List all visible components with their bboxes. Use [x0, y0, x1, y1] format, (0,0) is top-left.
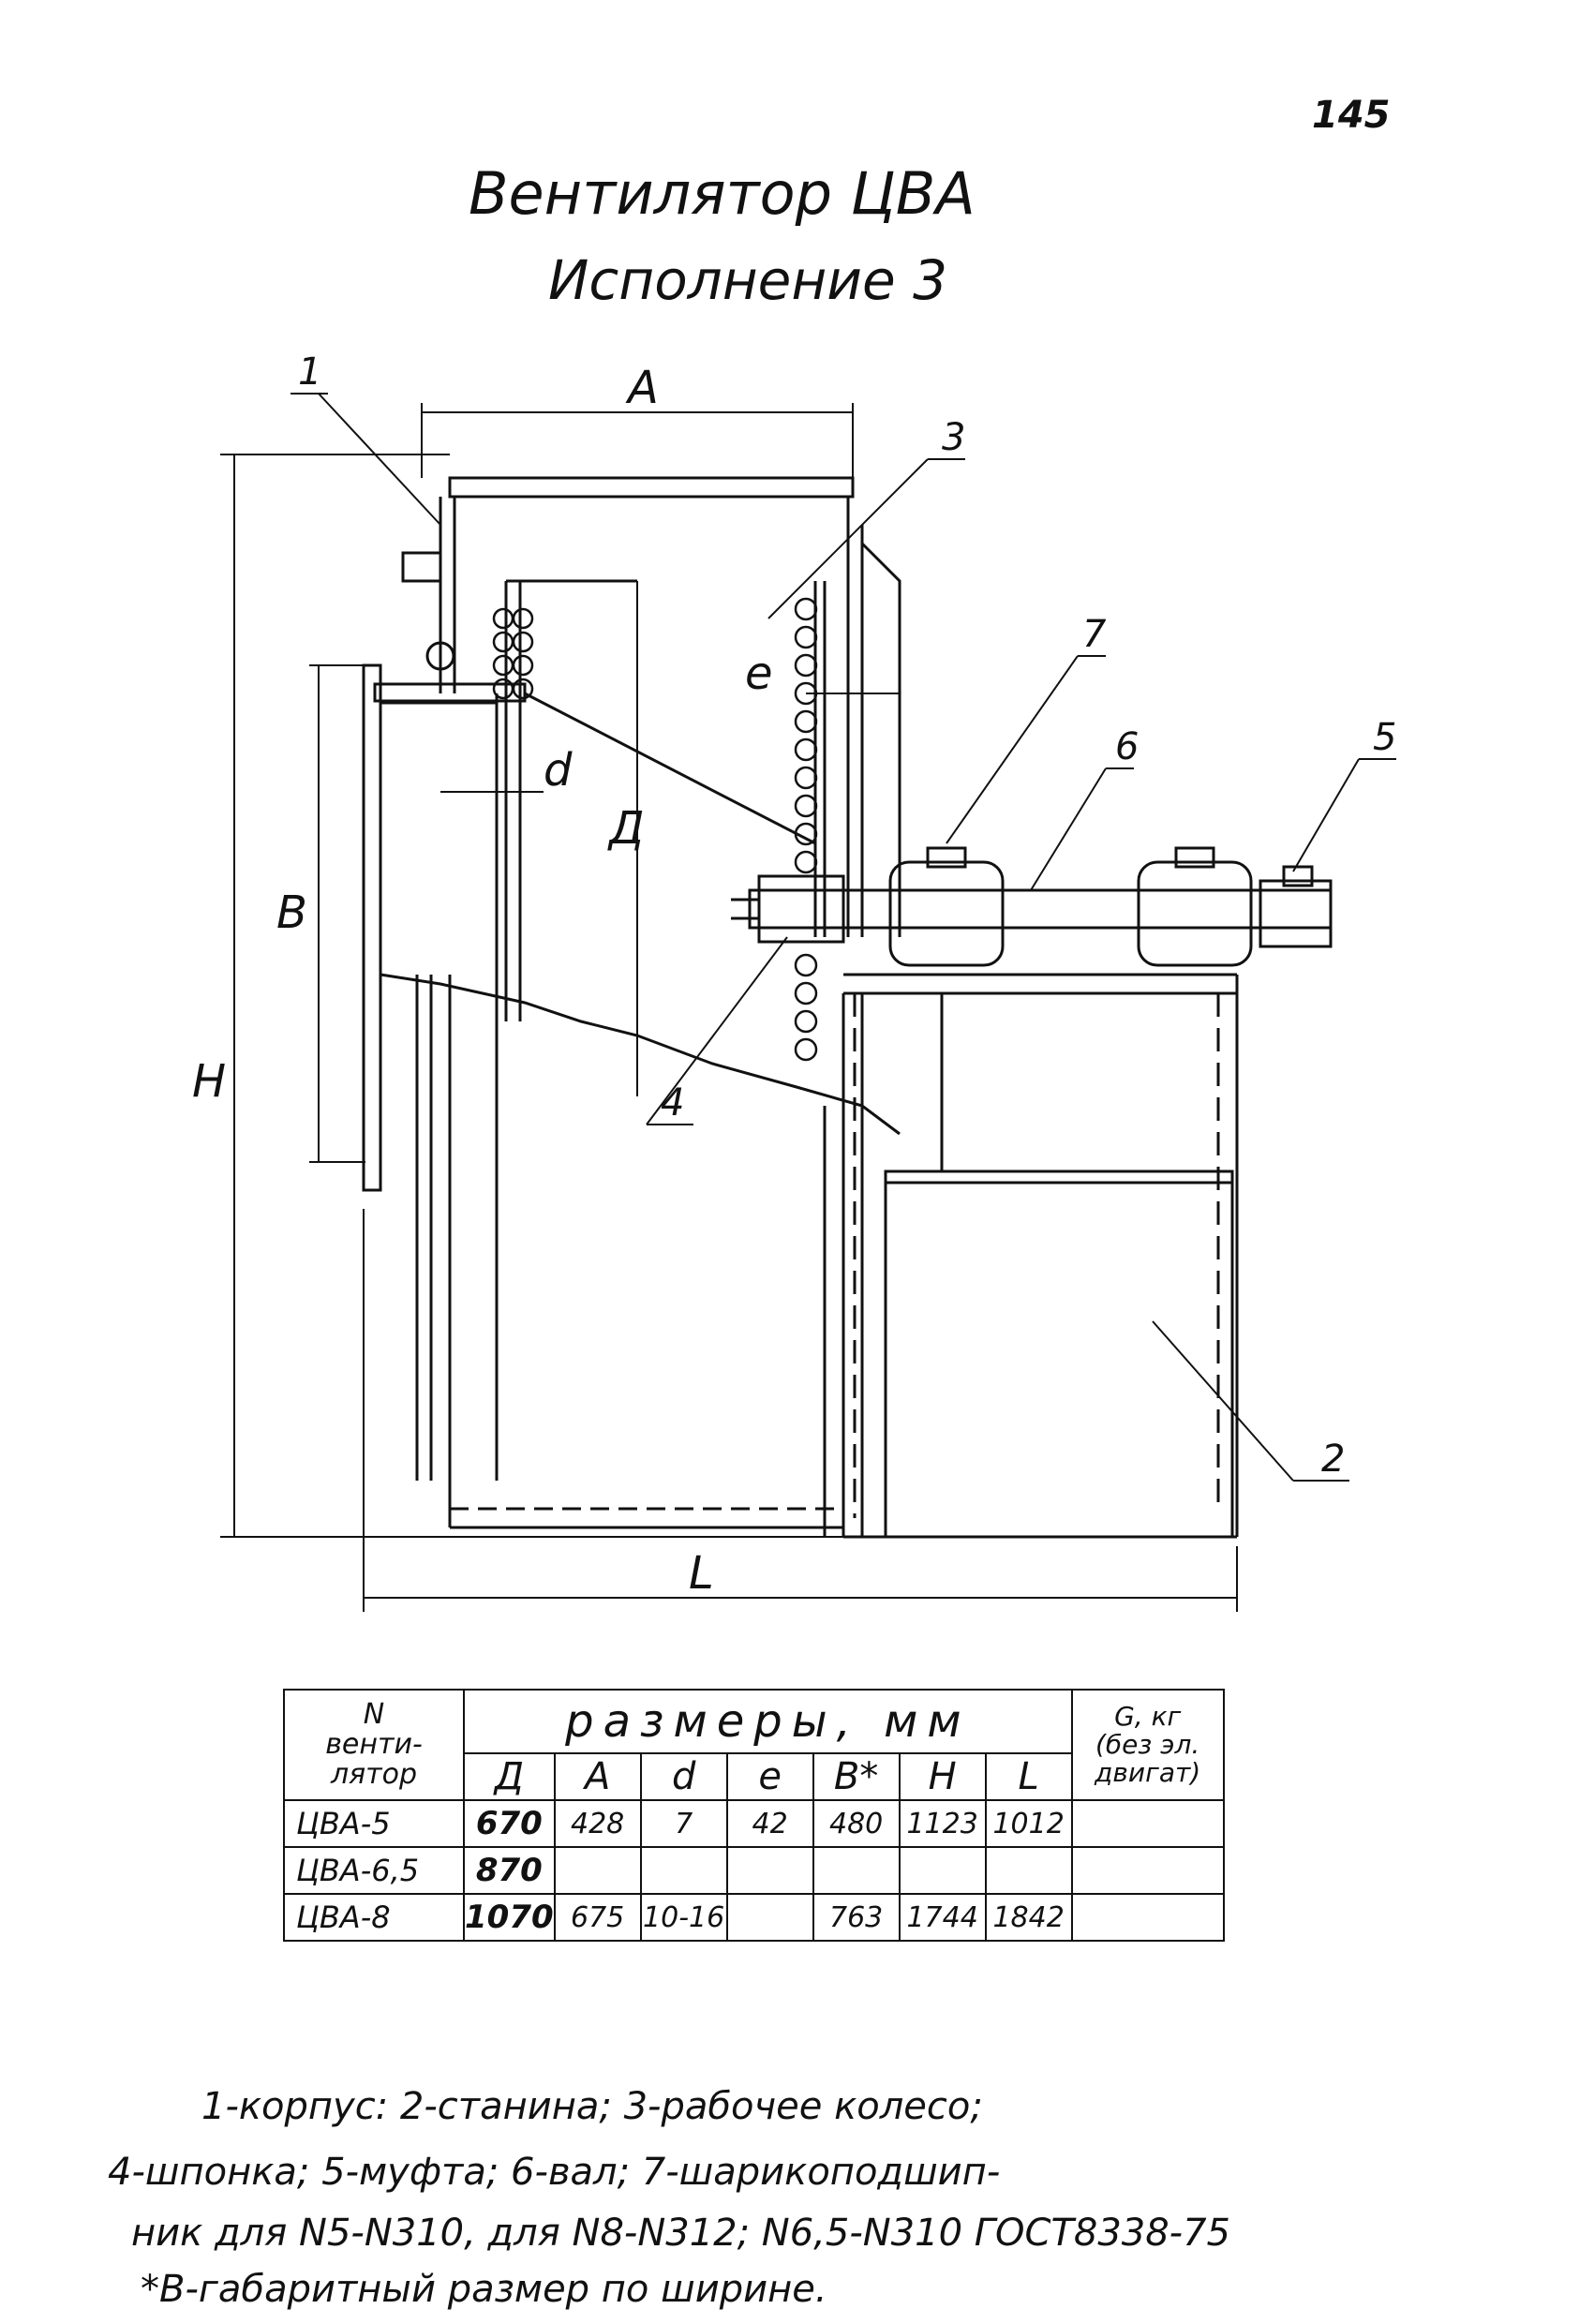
callout-labels: 1 2 3 4 5 6 7: [298, 350, 1396, 1481]
fan-dimensions-table: N венти- лятор размеры, мм G, кг (без эл…: [283, 1689, 1225, 1942]
table-cell: 7: [639, 1799, 728, 1848]
table-cell: 428: [553, 1799, 642, 1848]
row-name: ЦВА-8: [283, 1893, 465, 1942]
drawing-title: Вентилятор ЦВА: [469, 159, 976, 228]
table-cell: [725, 1846, 814, 1895]
shaft-assembly: [731, 846, 1333, 967]
table-cell: 1842: [984, 1893, 1073, 1942]
page-number: 145: [1312, 94, 1391, 137]
table-cell: 42: [725, 1799, 814, 1848]
callout-7: 7: [1082, 613, 1107, 656]
table-cell: 1070: [463, 1893, 556, 1942]
table-cell: 670: [463, 1799, 556, 1848]
inlet-flange: [362, 663, 499, 1481]
impeller-blades-left: [492, 607, 534, 700]
dim-label-d: d: [544, 744, 573, 797]
table-cell: 10-16: [639, 1893, 728, 1942]
dim-label-L: L: [689, 1547, 714, 1600]
legend-line: 1-корпус: 2-станина; 3-рабочее колесо;: [201, 2085, 983, 2128]
callout-2: 2: [1321, 1438, 1345, 1481]
column-header: Д: [463, 1752, 556, 1801]
column-header: A: [553, 1752, 642, 1801]
table-cell: 480: [812, 1799, 901, 1848]
impeller: [504, 579, 827, 1021]
fan-technical-drawing: 1 2 3 4 5 6 7 A e d Д B H L: [192, 350, 1396, 1612]
table-row: ЦВА-8 1070 675 10-16 763 1744 1842: [283, 1893, 1225, 1942]
table-cell: [639, 1846, 728, 1895]
row-name: ЦВА-6,5: [283, 1846, 465, 1895]
table-row: ЦВА-5 670 428 7 42 480 1123 1012: [283, 1799, 1225, 1848]
legend-footnote: *В-габаритный размер по ширине.: [141, 2268, 827, 2311]
table-cell: [812, 1846, 901, 1895]
legend-line: ник для N5-N310, для N8-N312; N6,5-N310 …: [131, 2212, 1231, 2255]
table-cell: 870: [463, 1846, 556, 1895]
table-cell: 763: [812, 1893, 901, 1942]
table-cell: 1012: [984, 1799, 1073, 1848]
table-cell: [984, 1846, 1073, 1895]
callout-6: 6: [1115, 725, 1139, 768]
callout-3: 3: [942, 416, 965, 459]
dim-label-H: H: [192, 1055, 226, 1108]
dim-label-D: Д: [607, 802, 645, 855]
column-header: H: [898, 1752, 987, 1801]
table-cell: [1070, 1799, 1225, 1848]
header-fan-number: N венти- лятор: [283, 1689, 465, 1801]
cutaway-break-line: [380, 973, 901, 1136]
lower-housing: [448, 975, 843, 1537]
column-header: L: [984, 1752, 1073, 1801]
callout-5: 5: [1373, 716, 1396, 759]
fan-housing: [373, 476, 901, 937]
column-header: d: [639, 1752, 728, 1801]
column-header: B*: [812, 1752, 901, 1801]
legend-line: 4-шпонка; 5-муфта; 6-вал; 7-шарикоподшип…: [108, 2151, 1001, 2194]
table-cell: 1123: [898, 1799, 987, 1848]
table-cell: 1744: [898, 1893, 987, 1942]
column-header: e: [725, 1752, 814, 1801]
fan-frame: [842, 973, 1239, 1539]
table-cell: [1070, 1846, 1225, 1895]
table-cell: [725, 1893, 814, 1942]
callout-1: 1: [298, 350, 321, 394]
header-dimensions: размеры, мм: [463, 1689, 1073, 1754]
callout-4: 4: [661, 1081, 684, 1125]
row-name: ЦВА-5: [283, 1799, 465, 1848]
table-cell: [1070, 1893, 1225, 1942]
dim-label-e: e: [745, 648, 773, 700]
dimension-labels: A e d Д B H L: [192, 362, 773, 1600]
table-cell: [898, 1846, 987, 1895]
dim-label-A: A: [625, 362, 659, 414]
table-cell: 675: [553, 1893, 642, 1942]
callout-leaders: [290, 393, 1396, 1482]
dim-label-B: B: [276, 886, 307, 939]
header-weight: G, кг (без эл. двигат): [1070, 1689, 1225, 1801]
table-cell: [553, 1846, 642, 1895]
dimension-lines: [220, 403, 1238, 1612]
drawing-subtitle: Исполнение 3: [548, 248, 947, 312]
table-row: ЦВА-6,5 870: [283, 1846, 1225, 1895]
impeller-blades-right: [794, 597, 818, 1062]
